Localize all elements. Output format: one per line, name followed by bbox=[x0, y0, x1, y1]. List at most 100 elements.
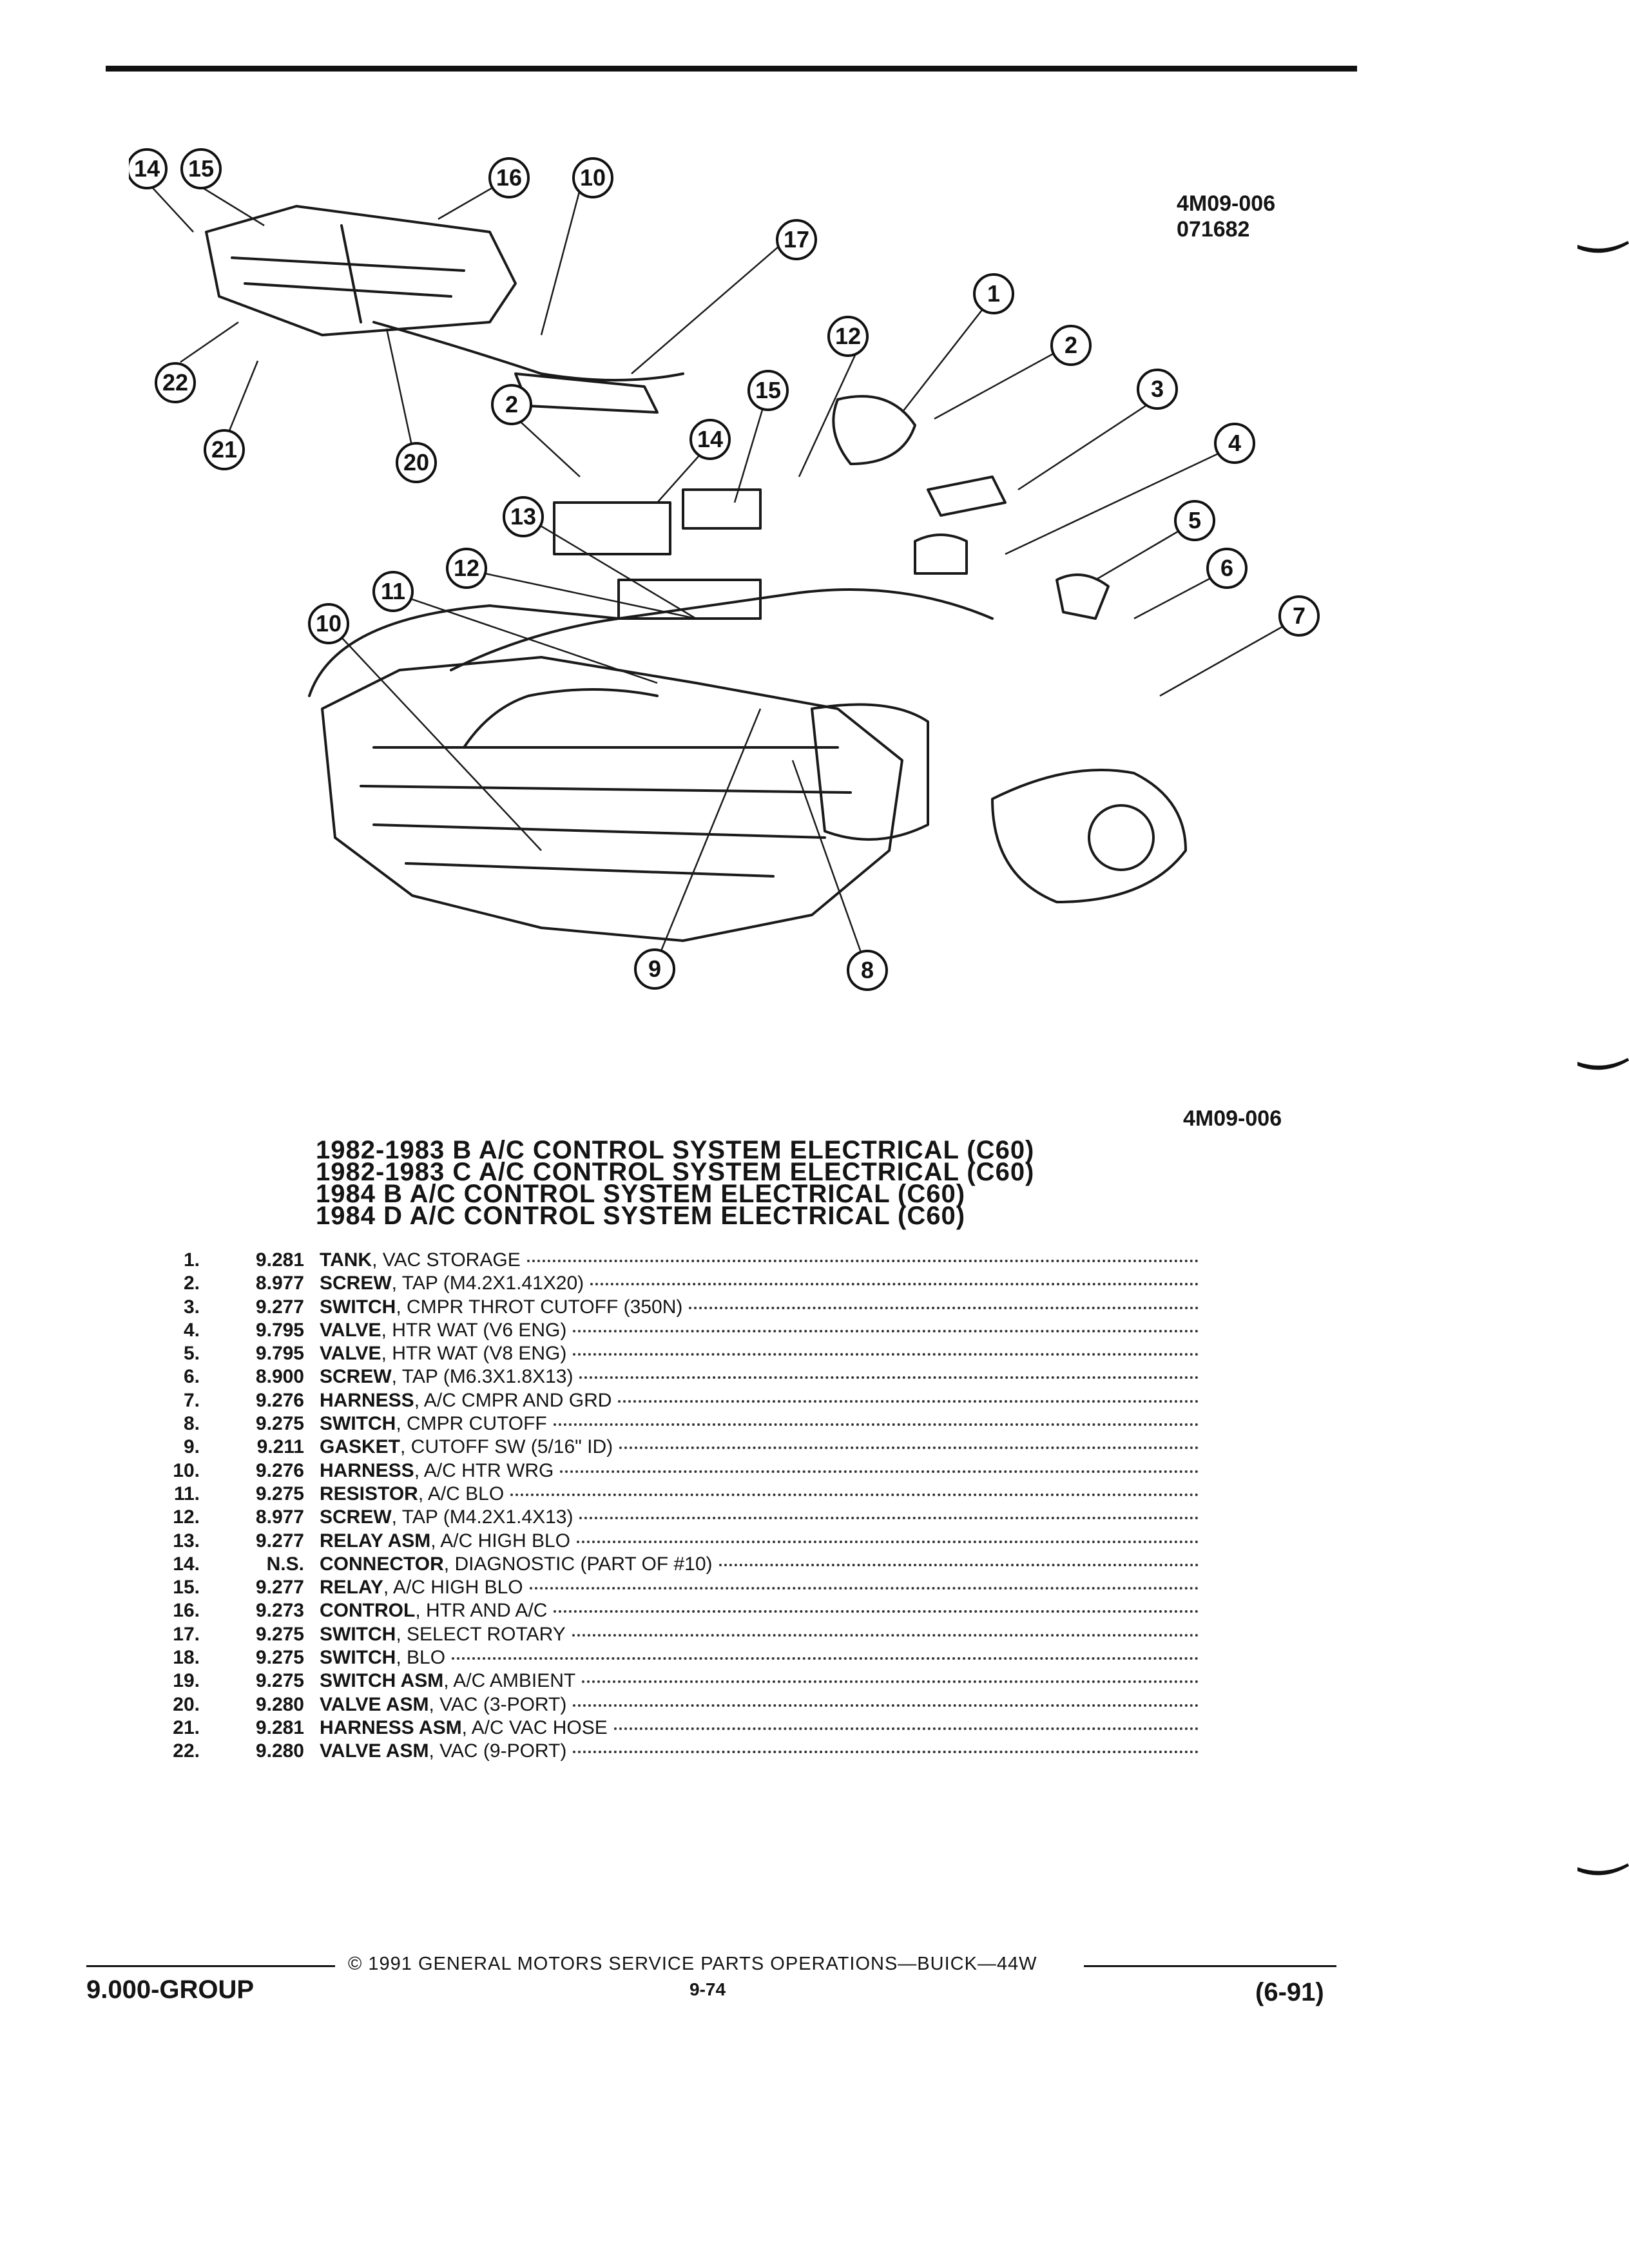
part-name: RELAY bbox=[320, 1577, 383, 1599]
callout-8: 8 bbox=[847, 950, 888, 991]
part-number: 9.275 bbox=[255, 1483, 304, 1504]
callout-7: 7 bbox=[1278, 595, 1320, 637]
leader-7 bbox=[1159, 616, 1300, 697]
svg-text:15: 15 bbox=[188, 155, 214, 182]
callout-5: 5 bbox=[1174, 500, 1215, 541]
callout-11: 11 bbox=[372, 571, 414, 612]
callout-16: 14 bbox=[129, 148, 168, 189]
dot-leader bbox=[689, 1306, 1199, 1309]
parts-row: 14.N.S.CONNECTOR, DIAGNOSTIC (PART OF #1… bbox=[129, 1553, 1199, 1576]
part-spec: , CMPR THROT CUTOFF (350N) bbox=[396, 1296, 683, 1318]
part-description: RESISTOR, A/C BLO bbox=[320, 1483, 1199, 1506]
leader-5 bbox=[1095, 522, 1193, 581]
footer-copyright: © 1991 GENERAL MOTORS SERVICE PARTS OPER… bbox=[348, 1954, 1037, 1974]
part-name: GASKET bbox=[320, 1436, 401, 1458]
dot-leader bbox=[560, 1470, 1199, 1473]
part-name: CONTROL bbox=[320, 1600, 416, 1622]
dot-leader bbox=[573, 1353, 1199, 1356]
title-line: 1982-1983 B A/C CONTROL SYSTEM ELECTRICA… bbox=[316, 1136, 1035, 1164]
svg-text:1: 1 bbox=[987, 280, 1000, 307]
part-number: 9.275 bbox=[255, 1623, 304, 1645]
part-description: SCREW, TAP (M4.2X1.41X20) bbox=[320, 1272, 1199, 1295]
harness-wire-main bbox=[450, 588, 994, 671]
svg-text:9: 9 bbox=[648, 956, 661, 982]
part-index: 13. bbox=[173, 1530, 200, 1552]
part-index: 20. bbox=[173, 1693, 200, 1715]
part-description: RELAY ASM, A/C HIGH BLO bbox=[320, 1530, 1199, 1553]
part-name: RESISTOR bbox=[320, 1483, 418, 1504]
part-number: 8.977 bbox=[255, 1506, 304, 1528]
part-index: 1. bbox=[183, 1249, 200, 1271]
part-spec: , DIAGNOSTIC (PART OF #10) bbox=[443, 1553, 713, 1575]
callout-20: 20 bbox=[396, 442, 437, 483]
engine-block-outline bbox=[321, 656, 903, 942]
part-description: GASKET, CUTOFF SW (5/16" ID) bbox=[320, 1436, 1199, 1459]
part-name: TANK bbox=[320, 1249, 372, 1271]
title-line: 1984 B A/C CONTROL SYSTEM ELECTRICAL (C6… bbox=[316, 1180, 966, 1208]
dot-leader bbox=[718, 1563, 1199, 1566]
resistor-block bbox=[617, 579, 762, 620]
part-index: 4. bbox=[183, 1319, 200, 1341]
part-index: 6. bbox=[183, 1366, 200, 1388]
part-number: 9.275 bbox=[255, 1647, 304, 1669]
callout-3: 3 bbox=[1137, 369, 1178, 410]
part-description: HARNESS, A/C CMPR AND GRD bbox=[320, 1389, 1199, 1412]
figure-caption-code: 4M09-006 bbox=[1183, 1106, 1282, 1131]
part-name: SCREW bbox=[320, 1273, 392, 1294]
svg-text:5: 5 bbox=[1188, 507, 1201, 533]
part-spec: , VAC STORAGE bbox=[372, 1249, 521, 1271]
part-index: 17. bbox=[173, 1623, 200, 1645]
htr-valve-4 bbox=[927, 476, 1007, 517]
svg-text:21: 21 bbox=[211, 436, 237, 463]
leader-22 bbox=[180, 321, 239, 363]
svg-text:10: 10 bbox=[316, 610, 342, 637]
relay-box bbox=[682, 488, 762, 530]
title-line: 1982-1983 C A/C CONTROL SYSTEM ELECTRICA… bbox=[316, 1158, 1035, 1186]
accumulator bbox=[811, 703, 929, 841]
part-index: 21. bbox=[173, 1716, 200, 1738]
margin-binding-mark bbox=[1577, 1863, 1629, 1876]
callout-19: 17 bbox=[776, 219, 817, 260]
svg-text:14: 14 bbox=[134, 155, 160, 182]
part-number: 9.273 bbox=[255, 1600, 304, 1622]
part-name: SWITCH bbox=[320, 1413, 396, 1435]
dot-leader bbox=[573, 1704, 1199, 1707]
dot-leader bbox=[590, 1283, 1199, 1286]
callout-10: 10 bbox=[308, 603, 349, 644]
leader-18 bbox=[438, 184, 497, 220]
part-spec: , HTR WAT (V8 ENG) bbox=[381, 1343, 567, 1365]
htr-valve-v8 bbox=[1055, 573, 1110, 620]
part-number: 9.795 bbox=[255, 1343, 304, 1365]
part-spec: , VAC (3-PORT) bbox=[429, 1693, 567, 1715]
leader-17 bbox=[200, 186, 265, 227]
harness-wire-upper bbox=[372, 321, 684, 381]
callout-14: 14 bbox=[689, 419, 731, 460]
dot-leader bbox=[572, 1633, 1199, 1637]
dot-leader bbox=[554, 1610, 1199, 1613]
part-name: VALVE bbox=[320, 1319, 381, 1341]
part-name: VALVE ASM bbox=[320, 1693, 429, 1715]
part-index: 16. bbox=[173, 1600, 200, 1622]
footer-rule-right bbox=[1084, 1965, 1336, 1967]
part-description: SCREW, TAP (M4.2X1.4X13) bbox=[320, 1506, 1199, 1529]
diagram-code: 4M09-006 bbox=[1177, 191, 1276, 216]
part-description: HARNESS, A/C HTR WRG bbox=[320, 1459, 1199, 1483]
part-number: 9.211 bbox=[256, 1436, 304, 1458]
svg-text:15: 15 bbox=[755, 377, 781, 403]
svg-text:8: 8 bbox=[861, 957, 874, 983]
dot-leader bbox=[526, 1260, 1199, 1262]
page-number: 9-74 bbox=[689, 1979, 726, 1999]
part-index: 3. bbox=[183, 1296, 200, 1318]
leader-10a bbox=[540, 189, 581, 336]
date-code: 071682 bbox=[1177, 217, 1250, 242]
leader-12a bbox=[798, 345, 861, 477]
part-spec: , TAP (M4.2X1.41X20) bbox=[391, 1273, 584, 1294]
